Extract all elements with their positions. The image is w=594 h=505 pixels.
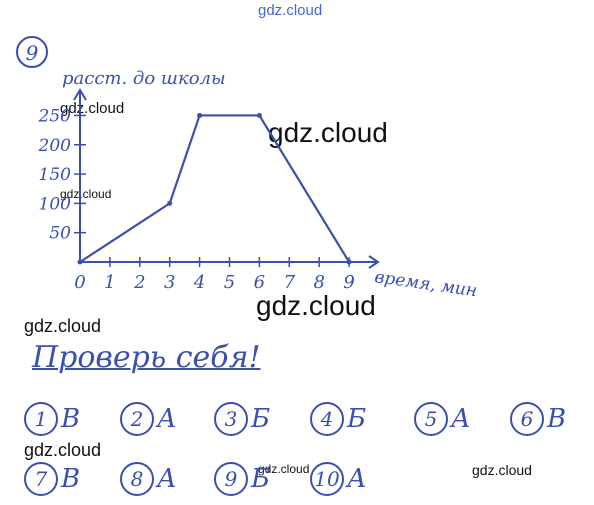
watermark: gdz.cloud: [24, 440, 102, 460]
watermark: gdz.cloud: [60, 187, 112, 201]
answer-number: 2: [120, 402, 154, 436]
answer-letter: В: [547, 404, 567, 434]
answer-letter: В: [61, 404, 81, 434]
x-tick-label: 9: [343, 272, 354, 293]
data-point: [256, 112, 262, 118]
answer-number: 3: [214, 402, 248, 436]
data-point: [77, 259, 83, 265]
watermark: gdz.cloud: [258, 462, 310, 476]
problem-number-circle: [16, 36, 48, 68]
x-tick-label: 5: [224, 272, 235, 293]
series-line-segment: [168, 114, 201, 205]
watermark: gdz.cloud: [60, 100, 125, 117]
answer-number: 5: [414, 402, 448, 436]
x-tick-label: 4: [193, 272, 205, 293]
y-tick-label: 200: [38, 136, 72, 156]
series-line-segment: [78, 202, 171, 264]
data-point: [167, 200, 173, 206]
answer-number: 6: [510, 402, 544, 436]
answer-number: 4: [310, 402, 344, 436]
x-tick-label: 2: [133, 272, 145, 293]
answers-title: Проверь себя!: [32, 340, 261, 375]
x-tick-label: 8: [313, 272, 324, 293]
series-line-segment: [258, 114, 351, 264]
y-tick-label: 100: [39, 194, 72, 214]
x-axis-arrow: [368, 255, 380, 269]
answer-number: 8: [120, 462, 154, 496]
y-tick-label: 150: [39, 165, 72, 185]
y-tick-label: 50: [49, 224, 71, 244]
data-point: [346, 259, 352, 265]
data-point: [197, 112, 203, 118]
answer-number: 7: [24, 462, 58, 496]
y-axis-label: расст. до школы: [62, 68, 226, 89]
watermark-top: gdz.cloud: [258, 2, 323, 19]
answer-number: 1: [24, 402, 58, 436]
watermark: gdz.cloud: [268, 117, 388, 148]
answer-number: 10: [310, 462, 344, 496]
x-tick-label: 7: [284, 272, 296, 293]
x-tick-label: 6: [254, 272, 265, 293]
x-tick-label: 1: [104, 272, 115, 293]
answer-number: 9: [214, 462, 248, 496]
answer-letter: В: [61, 464, 81, 494]
watermark: gdz.cloud: [24, 316, 102, 336]
x-tick-label: 3: [164, 272, 175, 293]
answer-letter: А: [347, 464, 367, 494]
y-axis-arrow: [73, 88, 87, 101]
x-tick-label: 0: [74, 272, 85, 293]
answer-letter: А: [157, 404, 177, 434]
problem-number: 9: [26, 41, 39, 65]
answer-letter: Б: [251, 404, 271, 434]
answer-letter: Б: [251, 464, 271, 494]
watermark: gdz.cloud: [472, 462, 532, 478]
answer-letter: А: [451, 404, 471, 434]
answer-letter: Б: [347, 404, 367, 434]
answer-letter: А: [157, 464, 177, 494]
y-tick-label: 250: [38, 106, 72, 126]
x-axis-label: время, мин: [373, 267, 478, 301]
watermark: gdz.cloud: [256, 290, 376, 321]
